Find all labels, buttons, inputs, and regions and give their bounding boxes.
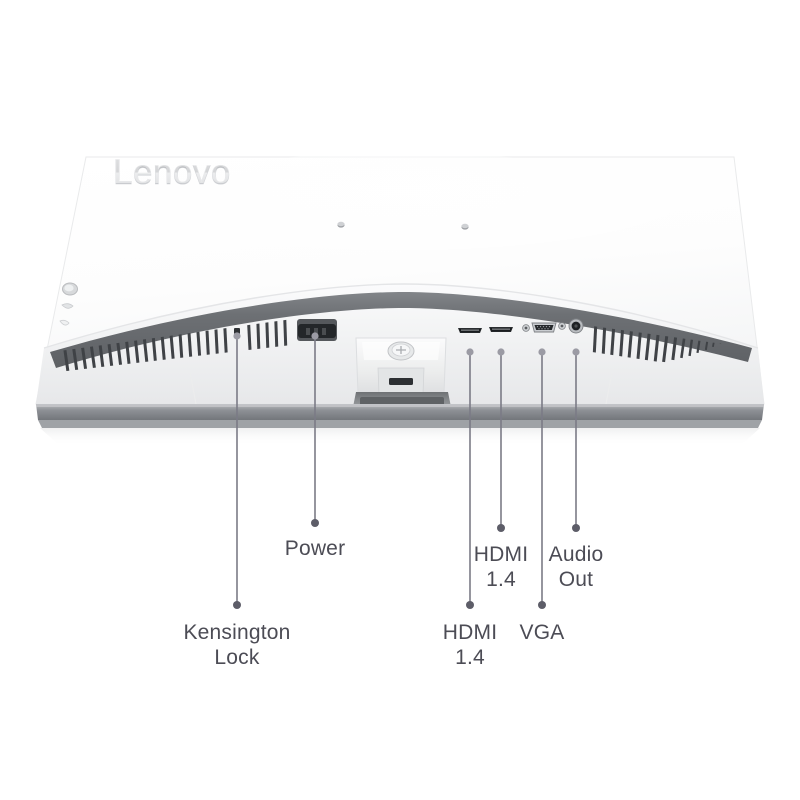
lenovo-logo: Lenovo Lenovo (113, 152, 231, 192)
bezel-edge-lower (38, 420, 762, 428)
chassis-sheen (100, 153, 700, 277)
callout-label-hdmi-left: HDMI 1.4 (442, 621, 498, 669)
audio-out-jack (568, 318, 584, 334)
power-button (59, 319, 70, 326)
chassis-facet-right (605, 371, 613, 405)
monitor-stand-mount (352, 337, 452, 412)
callout-leader-lines (233, 332, 580, 609)
leader-line-audio-out (572, 348, 580, 532)
leader-line-vga (538, 348, 546, 609)
leader-line-power (311, 332, 319, 527)
callout-label-hdmi-right: HDMI 1.4 (473, 543, 529, 591)
callout-label-vga: VGA (519, 621, 565, 644)
control-button-slot (61, 303, 74, 309)
callout-label-audio-out: Audio Out (548, 543, 604, 591)
monitor-controls[interactable] (59, 282, 78, 326)
stand-release-button[interactable] (387, 341, 415, 361)
vga-port (522, 322, 566, 333)
bezel-edge (36, 404, 764, 420)
hdmi-port-1 (458, 328, 482, 333)
port-recess-band (50, 292, 752, 368)
callout-label-power: Power (284, 537, 346, 560)
stand-base-slot-inner (360, 397, 444, 406)
vesa-hole (337, 221, 345, 227)
ac-power-inlet (297, 319, 337, 341)
leader-line-kensington-lock (233, 332, 241, 609)
chassis-curve-highlight (43, 283, 759, 349)
svg-text:Lenovo: Lenovo (113, 152, 231, 191)
callout-label-kensington-lock: Kensington Lock (183, 621, 291, 669)
bezel-edge-highlight (36, 404, 764, 407)
monitor-bottom-bezel (36, 404, 764, 428)
joystick-control-cap (64, 284, 74, 292)
leader-line-hdmi-left (466, 348, 474, 609)
leader-line-hdmi-right (497, 348, 505, 532)
kensington-lock-slot (234, 328, 240, 334)
chassis-facet-left (189, 371, 197, 405)
svg-text:Lenovo: Lenovo (113, 153, 231, 192)
stand-latch (389, 378, 413, 385)
device-shadow (40, 428, 760, 446)
vesa-hole (461, 223, 469, 229)
hdmi-port-2 (489, 327, 513, 332)
